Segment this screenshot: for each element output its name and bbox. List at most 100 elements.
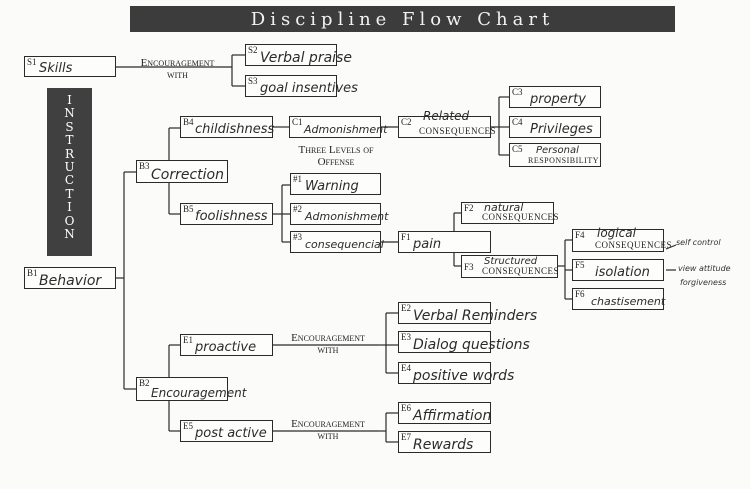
node-f2: F2 natural Consequences [461, 201, 559, 224]
node-s1: S1 Skills [24, 56, 116, 77]
node-text: positive words [413, 368, 515, 384]
node-c3: C3 property [509, 86, 601, 108]
node-code: F3 [464, 262, 474, 272]
node-text: Related [423, 109, 470, 123]
node-code: C5 [512, 144, 523, 154]
node-text: logical [597, 226, 636, 240]
instruction-letter: I [67, 200, 72, 215]
node-text: Affirmation [413, 408, 492, 424]
node-e5: E5 post active [180, 420, 273, 442]
node-code: S3 [248, 76, 258, 86]
node-s2: S2 Verbal praise [245, 44, 352, 66]
node-e6: E6 Affirmation [398, 402, 491, 424]
node-code: E4 [401, 363, 411, 373]
node-b3: B3 Correction [136, 160, 228, 183]
instruction-letter: N [64, 227, 75, 242]
node-text: Admonishment [304, 123, 388, 136]
node-subtext: Consequences [482, 266, 560, 276]
node-code: C3 [512, 87, 523, 97]
chart-title: Discipline Flow Chart [130, 6, 675, 32]
encouragement-with-label: Encouragement with [291, 332, 365, 356]
node-code: S2 [248, 45, 258, 55]
node-text: pain [413, 237, 442, 252]
node-f6: F6 chastisement [572, 288, 666, 310]
node-code: F1 [401, 232, 411, 242]
node-c1: C1 Admonishment [289, 116, 387, 138]
node-text: isolation [595, 265, 650, 280]
node-offense-1: #1 Warning [290, 173, 381, 195]
node-code: C2 [401, 117, 412, 127]
instruction-letter: U [64, 160, 75, 175]
node-c4: C4 Privileges [509, 116, 601, 138]
instruction-letter: S [65, 119, 74, 134]
node-e7: E7 Rewards [398, 431, 491, 453]
node-code: E3 [401, 332, 411, 342]
three-levels-label: Three Levels of Offense [298, 144, 374, 168]
node-code: B3 [139, 161, 150, 171]
node-code: E2 [401, 303, 411, 313]
node-code: E5 [183, 421, 193, 431]
node-b4: B4 childishness [180, 116, 275, 138]
instruction-letter: T [65, 133, 74, 148]
node-e1: E1 proactive [180, 334, 273, 356]
node-text: Structured [484, 256, 538, 267]
node-b1: B1 Behavior [24, 267, 116, 289]
instruction-letter: O [64, 213, 75, 228]
node-text: post active [195, 426, 267, 441]
node-subtext: Responsibility [528, 156, 600, 165]
node-text: Rewards [413, 437, 474, 453]
encouragement-with-label: Encouragement with [140, 57, 215, 81]
node-code: C1 [292, 117, 303, 127]
node-text: Dialog questions [413, 337, 530, 353]
node-text: Behavior [39, 273, 102, 289]
node-text: Encouragement [151, 386, 247, 400]
node-text: Verbal praise [260, 50, 352, 66]
node-c2: C2 Related Consequences [398, 109, 496, 138]
node-b5: B5 foolishness [180, 203, 273, 225]
instruction-letter: C [64, 173, 75, 188]
node-text: Skills [39, 61, 73, 76]
node-subtext: Consequences [419, 126, 497, 136]
instruction-letter: R [64, 146, 75, 161]
margin-note-3: forgiveness [680, 278, 727, 287]
node-text: chastisement [591, 295, 666, 308]
node-e3: E3 Dialog questions [398, 331, 530, 353]
node-text: childishness [195, 122, 275, 137]
node-f5: F5 isolation [572, 259, 664, 281]
node-code: B1 [27, 268, 38, 278]
instruction-letter: I [67, 93, 72, 107]
node-subtext: Consequences [482, 212, 560, 222]
node-code: #2 [293, 204, 302, 214]
node-code: B2 [139, 378, 150, 388]
node-code: F4 [575, 230, 585, 240]
instruction-letter: T [65, 186, 74, 201]
node-text: Correction [151, 167, 224, 183]
node-code: B4 [183, 117, 194, 127]
node-e2: E2 Verbal Reminders [398, 302, 537, 324]
node-text: Warning [305, 179, 359, 194]
node-code: #3 [293, 232, 302, 242]
node-code: F5 [575, 260, 585, 270]
node-e4: E4 positive words [398, 362, 514, 384]
node-offense-2: #2 Admonishment [290, 203, 388, 225]
node-text: natural [484, 201, 524, 214]
node-subtext: Consequences [595, 240, 673, 250]
node-text: Admonishment [305, 210, 389, 223]
node-text: Personal [536, 145, 579, 156]
node-text: Privileges [530, 122, 593, 137]
node-offense-3: #3 consequencial [290, 231, 384, 253]
node-text: foolishness [195, 209, 268, 224]
margin-note-2: view attitude [678, 264, 731, 273]
margin-note-1: self control [676, 238, 721, 247]
node-text: goal insentives [260, 81, 358, 96]
node-text: proactive [195, 340, 257, 355]
node-f1: F1 pain [398, 231, 491, 253]
node-code: F6 [575, 289, 585, 299]
node-code: C4 [512, 117, 523, 127]
node-code: #1 [293, 174, 302, 184]
node-code: E6 [401, 403, 411, 413]
node-c5: C5 Personal Responsibility [509, 143, 601, 167]
